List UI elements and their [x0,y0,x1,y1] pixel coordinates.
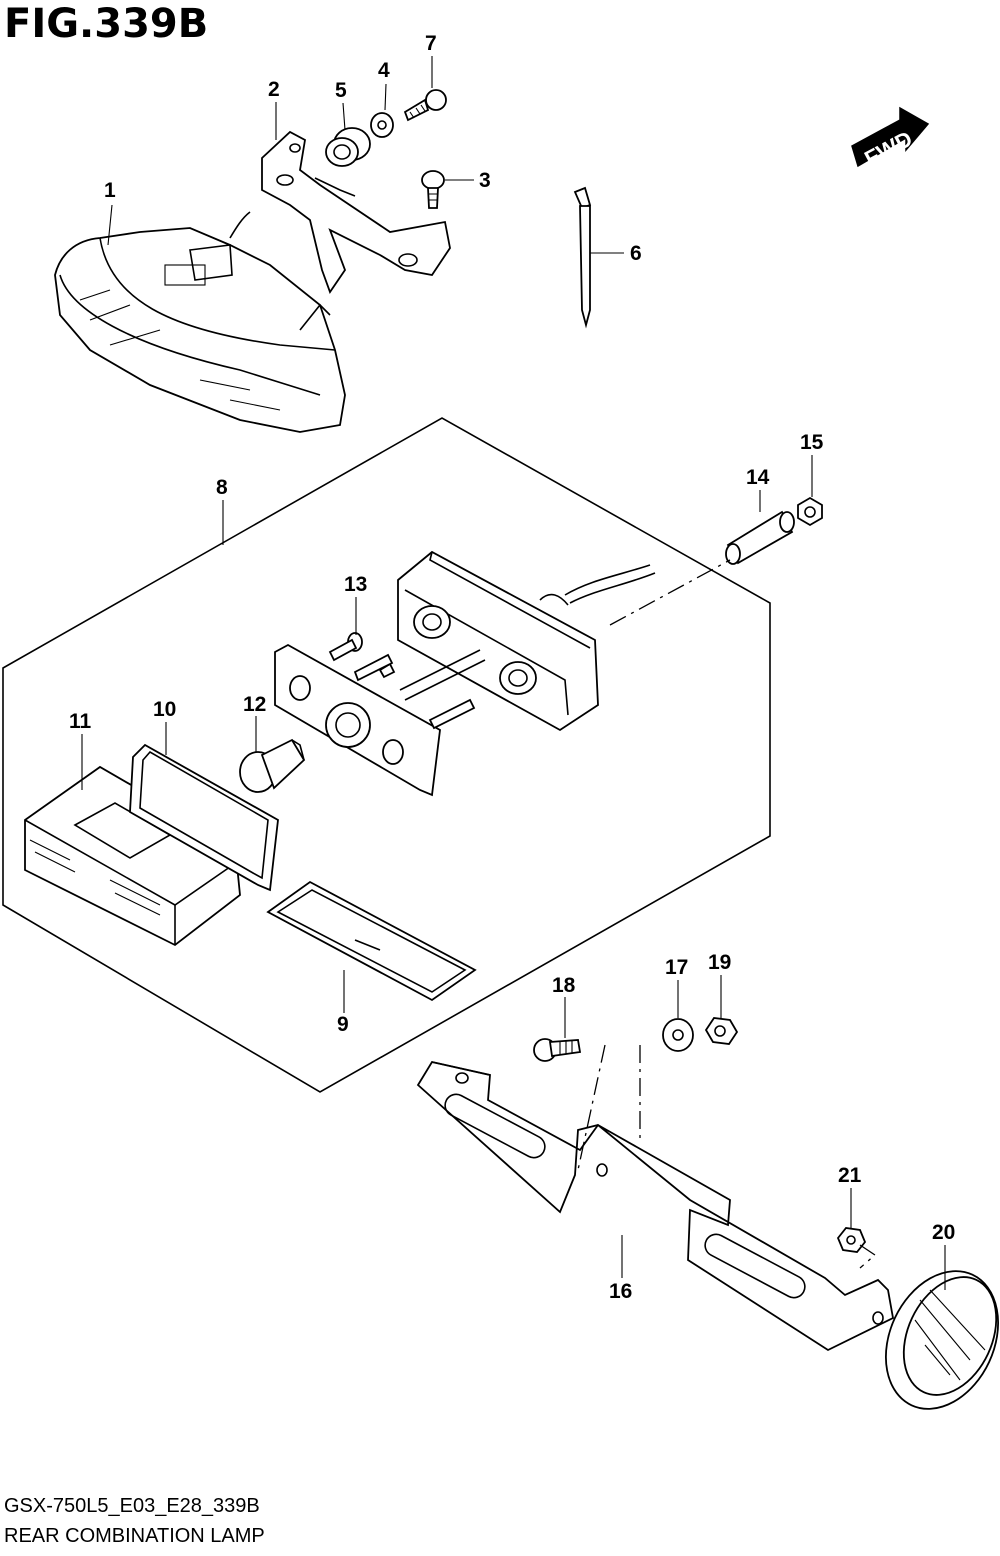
part-8-license-lamp-outline [2,417,771,1093]
part-13-screw [328,632,363,662]
part-4-washer [370,112,394,138]
part-2-lamp-bracket [261,130,451,294]
callout-18: 18 [552,974,576,997]
callout-13: 13 [344,573,367,596]
callout-20: 20 [932,1221,955,1244]
part-21-nut [836,1227,877,1269]
part-11-lens [24,765,241,947]
callout-1: 1 [104,179,116,202]
callout-6: 6 [630,242,642,265]
forward-arrow-icon: FWD [851,106,930,171]
callout-7: 7 [425,32,437,55]
part-1-tail-lamp-assembly [54,211,346,433]
callout-3: 3 [479,169,491,192]
part-17-washer [662,1018,694,1052]
callout-11: 11 [69,710,92,733]
part-18-screw [533,1038,582,1062]
part-8-socket-plate [274,643,486,797]
callout-4: 4 [378,59,390,82]
callout-numbers: 1 2 3 4 5 6 7 8 9 10 11 12 13 14 15 16 1… [69,32,955,1303]
part-9-plate [266,880,477,1002]
assembly-name: REAR COMBINATION LAMP [4,1525,265,1547]
callout-21: 21 [838,1164,862,1187]
part-5-grommet [325,127,371,167]
callout-2: 2 [268,78,280,101]
part-8-lamp-body [397,550,731,732]
figure-title: FIG.339B [4,1,209,47]
callout-19: 19 [708,951,731,974]
callout-10: 10 [153,698,176,721]
callout-8: 8 [216,476,228,499]
callout-14: 14 [746,466,770,489]
part-19-nut [704,1017,739,1045]
model-code: GSX-750L5_E03_E28_339B [4,1495,260,1517]
part-14-spacer [725,510,795,565]
part-16-reflector-bracket [416,1044,895,1352]
callout-16: 16 [609,1280,632,1303]
part-3-screw [421,170,445,209]
part-12-bulb [239,738,306,793]
part-7-screw [403,89,447,122]
leader-lines [81,56,946,1290]
callout-17: 17 [665,956,688,979]
callout-5: 5 [335,79,347,102]
part-20-reflector [885,1270,999,1410]
callout-9: 9 [337,1013,349,1036]
part-6-cable-tie [573,186,592,329]
part-15-nut [797,496,823,527]
callout-12: 12 [243,693,266,716]
callout-15: 15 [800,431,824,454]
part-10-gasket [129,743,279,892]
